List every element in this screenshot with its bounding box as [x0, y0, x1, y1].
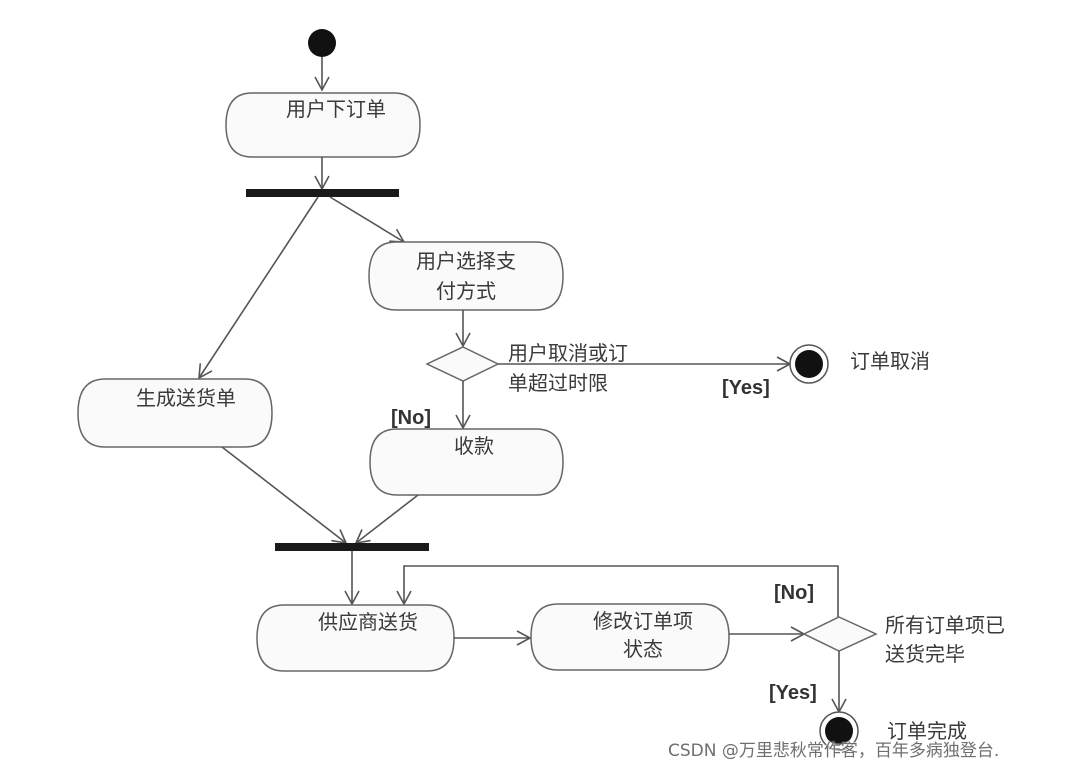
- action-update-item-status-label-line2: 状态: [623, 637, 663, 661]
- flow-collect-payment-to-join: [354, 494, 419, 545]
- final-node-order-completed: [819, 711, 859, 751]
- guard-cancel-yes: [Yes]: [722, 377, 770, 399]
- decision-cancel-label-line2: 单超过时限: [508, 371, 608, 395]
- action-generate-delivery-note: 生成送货单: [77, 378, 273, 448]
- decision-all-delivered-label-line2: 送货完毕: [885, 642, 965, 666]
- decision-cancel-label-line1: 用户取消或订: [508, 341, 628, 365]
- guard-delivered-no: [No]: [774, 582, 814, 604]
- action-collect-payment-label: 收款: [454, 434, 494, 458]
- join-bar: [275, 543, 429, 551]
- action-choose-payment-label-line1: 用户选择支: [416, 249, 516, 273]
- flow-fork-to-choose-payment: [329, 196, 406, 243]
- action-choose-payment: 用户选择支 付方式: [368, 241, 564, 311]
- decision-all-delivered-label-line1: 所有订单项已: [885, 613, 1005, 637]
- decision-cancel: [425, 346, 500, 382]
- final-node-order-cancelled: [789, 344, 829, 384]
- action-generate-delivery-note-label: 生成送货单: [136, 386, 236, 410]
- flow-fork-to-generate-delivery-note: [198, 196, 319, 380]
- action-collect-payment: 收款: [369, 428, 564, 496]
- guard-cancel-no: [No]: [391, 407, 431, 429]
- action-place-order-label: 用户下订单: [286, 97, 386, 121]
- guard-delivered-yes: [Yes]: [769, 682, 817, 704]
- final-order-cancelled-label: 订单取消: [850, 349, 930, 373]
- action-place-order: 用户下订单: [225, 92, 421, 158]
- initial-node: [308, 29, 336, 57]
- watermark: CSDN @万里悲秋常作客，百年多病独登台.: [668, 741, 1000, 761]
- action-supplier-delivers-label: 供应商送货: [318, 610, 418, 634]
- action-update-item-status: 修改订单项 状态: [530, 603, 730, 671]
- decision-all-delivered: [802, 616, 878, 652]
- fork-bar: [246, 189, 399, 197]
- action-update-item-status-label-line1: 修改订单项: [593, 609, 693, 633]
- flow-delivery-note-to-join: [221, 446, 348, 545]
- action-choose-payment-label-line2: 付方式: [436, 279, 496, 303]
- flow-delivered-no-loop: [396, 565, 839, 617]
- action-supplier-delivers: 供应商送货: [256, 604, 455, 672]
- final-order-completed-label: 订单完成: [887, 719, 967, 743]
